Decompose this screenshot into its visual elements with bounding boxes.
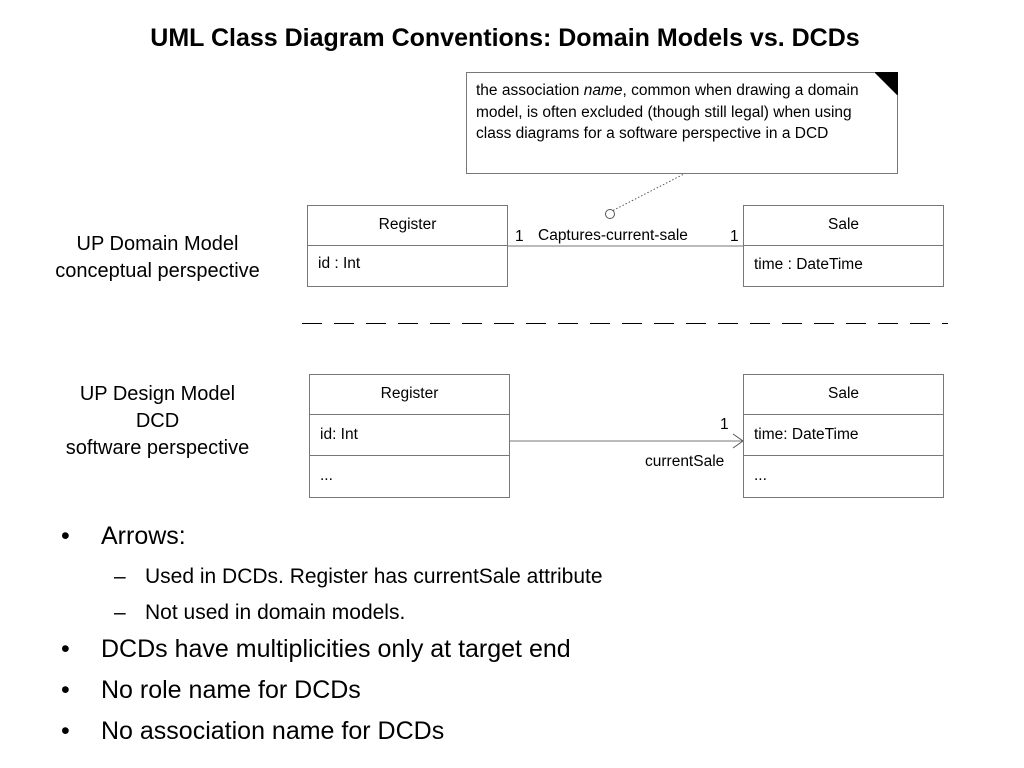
sub-bullet-item: Used in DCDs. Register has currentSale a… (56, 559, 603, 595)
dcd-sale-class: Sale time: DateTime ... (743, 374, 944, 498)
section-divider (302, 323, 948, 324)
domain-model-label-line1: UP Domain Model (76, 233, 239, 255)
note-anchor-line (609, 173, 685, 213)
note-anchor-circle (605, 209, 615, 219)
domain-sale-class: Sale time : DateTime (743, 205, 944, 287)
bullet-item: No association name for DCDs (56, 713, 603, 754)
slide-title: UML Class Diagram Conventions: Domain Mo… (150, 24, 860, 52)
design-model-label-line1: UP Design Model (79, 383, 236, 405)
class-attribute: id : Int (318, 255, 361, 272)
dcd-multiplicity: 1 (720, 416, 729, 433)
dcd-navigability-arrowhead (732, 433, 744, 449)
domain-association-name: Captures-current-sale (538, 227, 688, 244)
domain-model-label: UP Domain Model conceptual perspective (30, 231, 285, 285)
domain-register-class: Register id : Int (307, 205, 508, 287)
design-model-label-line3: software perspective (65, 437, 250, 459)
note-text-end: , common when drawing a domain model, is… (476, 82, 859, 142)
note-text-start: the association (476, 82, 584, 99)
class-name: Sale (744, 375, 943, 415)
bullet-list: Arrows: Used in DCDs. Register has curre… (56, 518, 603, 754)
class-operations: ... (754, 467, 767, 484)
dcd-register-class: Register id: Int ... (309, 374, 510, 498)
note-folded-corner-icon (874, 72, 898, 96)
design-model-label: UP Design Model DCD software perspective (30, 381, 285, 462)
bullet-item: No role name for DCDs (56, 672, 603, 713)
domain-model-label-line2: conceptual perspective (55, 260, 260, 282)
sub-bullet-item: Not used in domain models. (56, 595, 603, 631)
dcd-role-name: currentSale (645, 453, 725, 470)
note-text-emphasis: name (583, 82, 623, 99)
class-operations: ... (320, 467, 333, 484)
class-attribute: time: DateTime (744, 415, 943, 456)
class-name: Register (308, 206, 507, 246)
bullet-item: Arrows: (56, 518, 603, 559)
class-attribute: time : DateTime (754, 256, 863, 273)
uml-note: the association name, common when drawin… (466, 72, 898, 174)
bullet-item: DCDs have multiplicities only at target … (56, 631, 603, 672)
domain-left-multiplicity: 1 (515, 228, 524, 245)
class-name: Register (310, 375, 509, 415)
class-name: Sale (744, 206, 943, 246)
domain-right-multiplicity: 1 (730, 228, 739, 245)
design-model-label-line2: DCD (135, 410, 180, 432)
class-attribute: id: Int (310, 415, 509, 456)
